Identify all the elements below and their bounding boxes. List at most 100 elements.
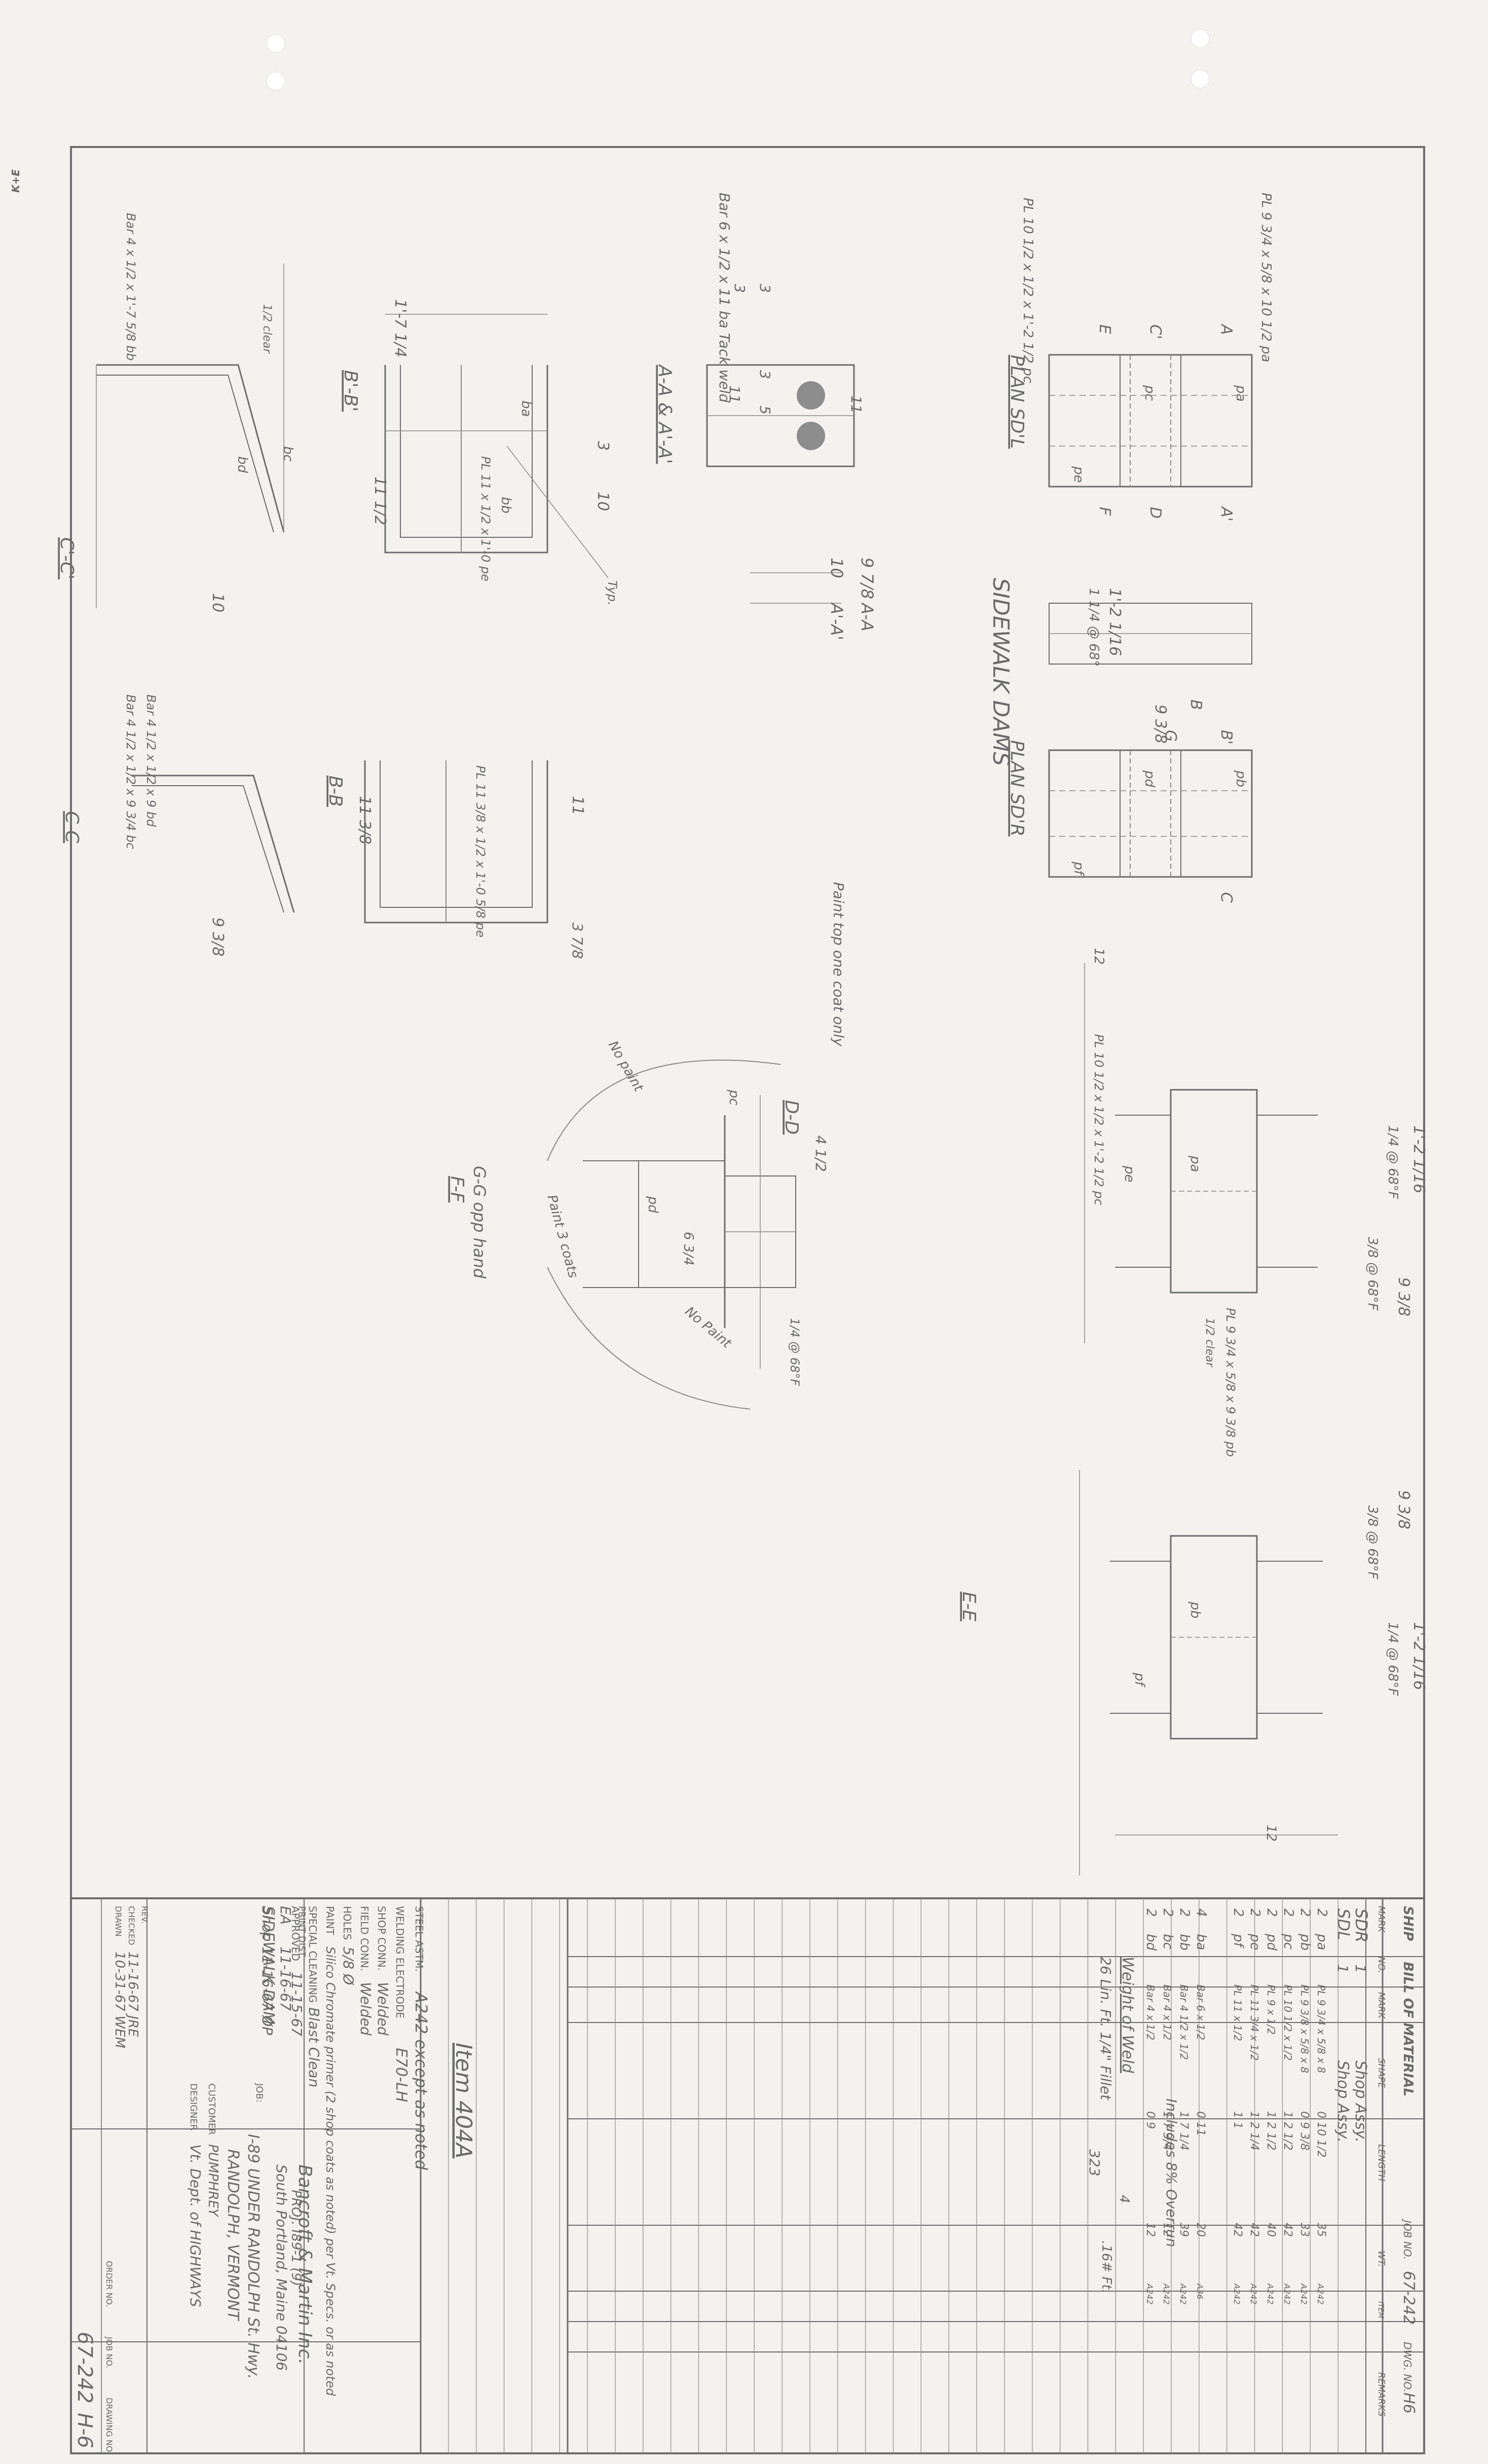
bom-cell: PL 9 x 1/2 [1265,1984,1277,2035]
svg-text:12: 12 [1263,1825,1279,1842]
section-bb-view [364,760,548,924]
piece-mark: bd [235,456,250,473]
svg-text:67-242: 67-242 [73,2332,96,2404]
bom-cell: pf [1231,1933,1246,1949]
svg-text:HOLES: HOLES [341,1906,353,1940]
svg-text:Welded: Welded [375,1982,391,2036]
svg-text:SPECIAL CLEANING: SPECIAL CLEANING [307,1906,319,2003]
plan-dims: 1'-2 1/16 1 1/4 @ 68° 9 3/8 [1086,588,1169,744]
section-ee-dim-2: 1/4 @ 68°F [1385,1622,1400,1696]
svg-text:SDL: SDL [1334,1908,1353,1940]
bom-cell: PL 9 3/4 x 5/8 x 8 [1315,1984,1327,2073]
piece-mark: ba [518,400,534,417]
section-aa-dim-10: 10 [827,558,846,578]
bom-note-total: 323 [1086,2149,1103,2176]
svg-text:Shop Assy.: Shop Assy. [1352,2061,1369,2143]
section-letter: G [1162,730,1179,742]
svg-text:10: 10 [209,593,227,612]
bom-cell: pa [1314,1933,1329,1950]
svg-text:1'-2 1/16: 1'-2 1/16 [1106,588,1124,656]
section-ee-dim-5: 12 [1263,1825,1279,1842]
section-dd-dim-2: 1/4 @ 68°F [788,1318,802,1386]
svg-text:DWG. NO.: DWG. NO. [1401,2342,1413,2393]
bom-note-lbft: .16# Ft. [1099,2240,1114,2294]
bom-cell: pc [1281,1933,1296,1950]
elevation-upper-dim-3: 3/8 @ 68°F [1365,1237,1380,1311]
svg-text:ITEM: ITEM [1377,2301,1385,2319]
section-bb-dim-2: 11 [569,796,586,815]
svg-text:1/2 clear: 1/2 clear [261,304,273,354]
piece-mark: pc [726,1089,741,1106]
svg-text:Weight of Weld: Weight of Weld [1119,1957,1136,2074]
svg-text:12: 12 [1091,948,1106,965]
svg-text:1'-7 1/4: 1'-7 1/4 [391,299,409,357]
svg-text:PL 10 1/2 x 1/2 x 1'-2 1/2 pc: PL 10 1/2 x 1/2 x 1'-2 1/2 pc [1020,198,1035,383]
item-note: Item 404A [451,2043,476,2158]
bom-cell: 1 2 1/2 [1264,2111,1277,2150]
svg-text:FIELD CONN.: FIELD CONN. [358,1906,370,1971]
section-cc-prime-callout: Bar 4 x 1/2 x 1'-7 5/8 bb [124,213,138,361]
svg-text:A-A & A'-A': A-A & A'-A' [654,364,675,464]
svg-text:Bar 4 1/2 x 1/2 x 9 3/4 bc: Bar 4 1/2 x 1/2 x 9 3/4 bc [124,694,138,849]
company-block: Bancroft & Martin Inc. South Portland, M… [187,2083,315,2379]
svg-text:.16# Ft.: .16# Ft. [1099,2240,1114,2294]
svg-text:10: 10 [827,558,846,578]
svg-text:323: 323 [1086,2149,1103,2176]
section-letter: B' [1217,730,1235,745]
section-letter: D [1146,507,1164,519]
piece-mark: pf [1071,861,1086,877]
bom-note-overrun: Includes 8% Overrun [1163,2099,1180,2247]
section-ee-dim-3: 3/8 @ 68°F [1365,1505,1380,1579]
bom-note-weld-weight: Weight of Weld [1119,1957,1136,2074]
svg-text:SIDEWALK DAMS: SIDEWALK DAMS [988,578,1014,766]
svg-text:H6: H6 [1400,2393,1418,2414]
plan-sdr-title: PLAN SD'R [1007,740,1027,836]
section-ff-note-1: Paint top one coat only [830,882,847,1046]
bill-of-material [71,1897,1424,2454]
bom-cell: PL 11 3/4 x 1/2 [1248,1984,1260,2061]
elevation-upper-callout-2: PL 9 3/4 x 5/8 x 9 3/8 pb [1223,1308,1238,1457]
section-aa-title: A-A & A'-A' [654,364,675,464]
svg-text:3: 3 [731,284,748,293]
bom-cell: 33 [1298,2223,1311,2237]
svg-text:1: 1 [1352,1964,1369,1973]
section-ff-note-3: Paint 3 coats [544,1193,581,1279]
bom-cell: 0 9 3/8 [1298,2111,1311,2150]
bom-cell: 2 [1143,1908,1159,1917]
section-ee-dim-4: 9 3/8 [1395,1490,1412,1529]
svg-text:JOB NO.: JOB NO. [104,2336,114,2368]
punch-hole [1191,29,1210,48]
bom-cell: 42 [1231,2223,1244,2237]
piece-mark: pe [1071,466,1086,483]
bom-cell: 2 [1247,1908,1262,1917]
bom-note-weld-length: 26 Lin. Ft. 1/4" Fillet [1097,1957,1114,2101]
svg-text:3: 3 [757,370,773,379]
section-letter: C' [1146,324,1164,339]
svg-text:1/4 @ 68°F: 1/4 @ 68°F [1385,1622,1400,1696]
svg-text:PRINT DIST.: PRINT DIST. [296,1906,307,1959]
bom-cell: 2 [1281,1908,1296,1917]
svg-text:Shop: Shop [259,1906,276,1941]
section-letter: F [1096,507,1113,516]
svg-text:4: 4 [1117,2195,1132,2203]
bom-cell: bc [1160,1934,1175,1950]
section-ee-view [1079,1470,1338,1875]
section-aa-dims-top: 3 3 3 5 11 11 [726,284,865,415]
svg-text:APPROVED: APPROVED [289,1906,302,1961]
svg-text:11 3/8: 11 3/8 [356,796,374,844]
bom-cell: 0 9 [1144,2111,1157,2129]
svg-text:1'-2 1/16: 1'-2 1/16 [1410,1622,1428,1690]
section-cc-prime-view [96,264,285,608]
bom-cell: 42 [1281,2223,1294,2237]
elevation-upper-dim-1: 1'-2 1/16 [1410,1125,1428,1193]
plan-sdl-view [1048,354,1253,665]
bom-cell: 1 2 1/2 [1281,2111,1294,2150]
bom-cell: pe [1247,1933,1262,1951]
section-bb-prime-view [384,314,609,578]
piece-mark: pb [1187,1601,1203,1619]
bom-assembly-sdl: SDL 1 Shop Assy. [1334,1908,1353,2143]
